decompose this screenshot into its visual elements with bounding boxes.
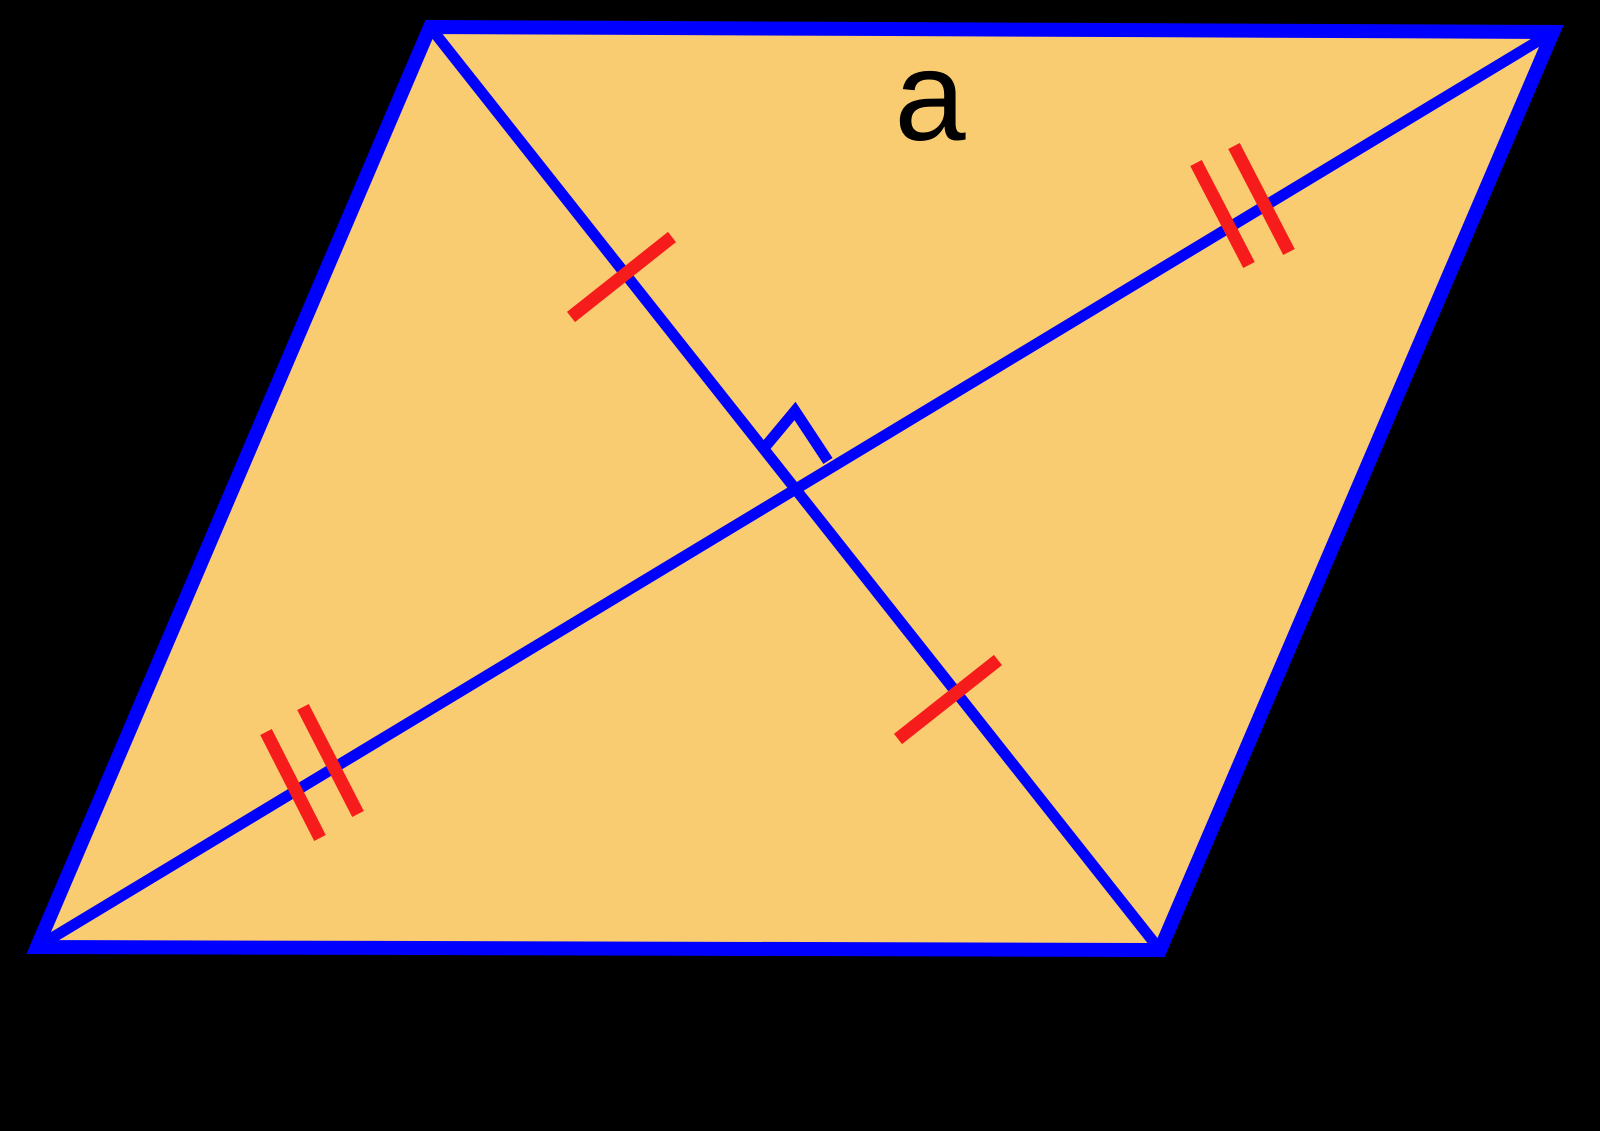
diagonal-bottom-left-to-top-right [34, 27, 1556, 952]
side-label-a: a [894, 25, 966, 168]
tick-group-upper-right-double-mark-0 [1190, 160, 1255, 268]
tick-group-lower-right-single [893, 654, 1003, 745]
tick-group-lower-left-double-mark-0 [260, 729, 326, 841]
tick-group-lower-left-double [260, 704, 364, 841]
congruence-tick-marks-layer [260, 143, 1295, 841]
tick-group-upper-left-single [566, 231, 677, 323]
tick-group-upper-left-single-mark-0 [566, 231, 677, 323]
tick-group-lower-right-single-mark-0 [893, 654, 1003, 745]
tick-group-upper-right-double [1190, 143, 1295, 268]
right-angle-square-icon [760, 401, 833, 465]
tick-group-upper-right-double-mark-1 [1228, 143, 1295, 255]
tick-group-lower-left-double-mark-1 [297, 704, 364, 817]
